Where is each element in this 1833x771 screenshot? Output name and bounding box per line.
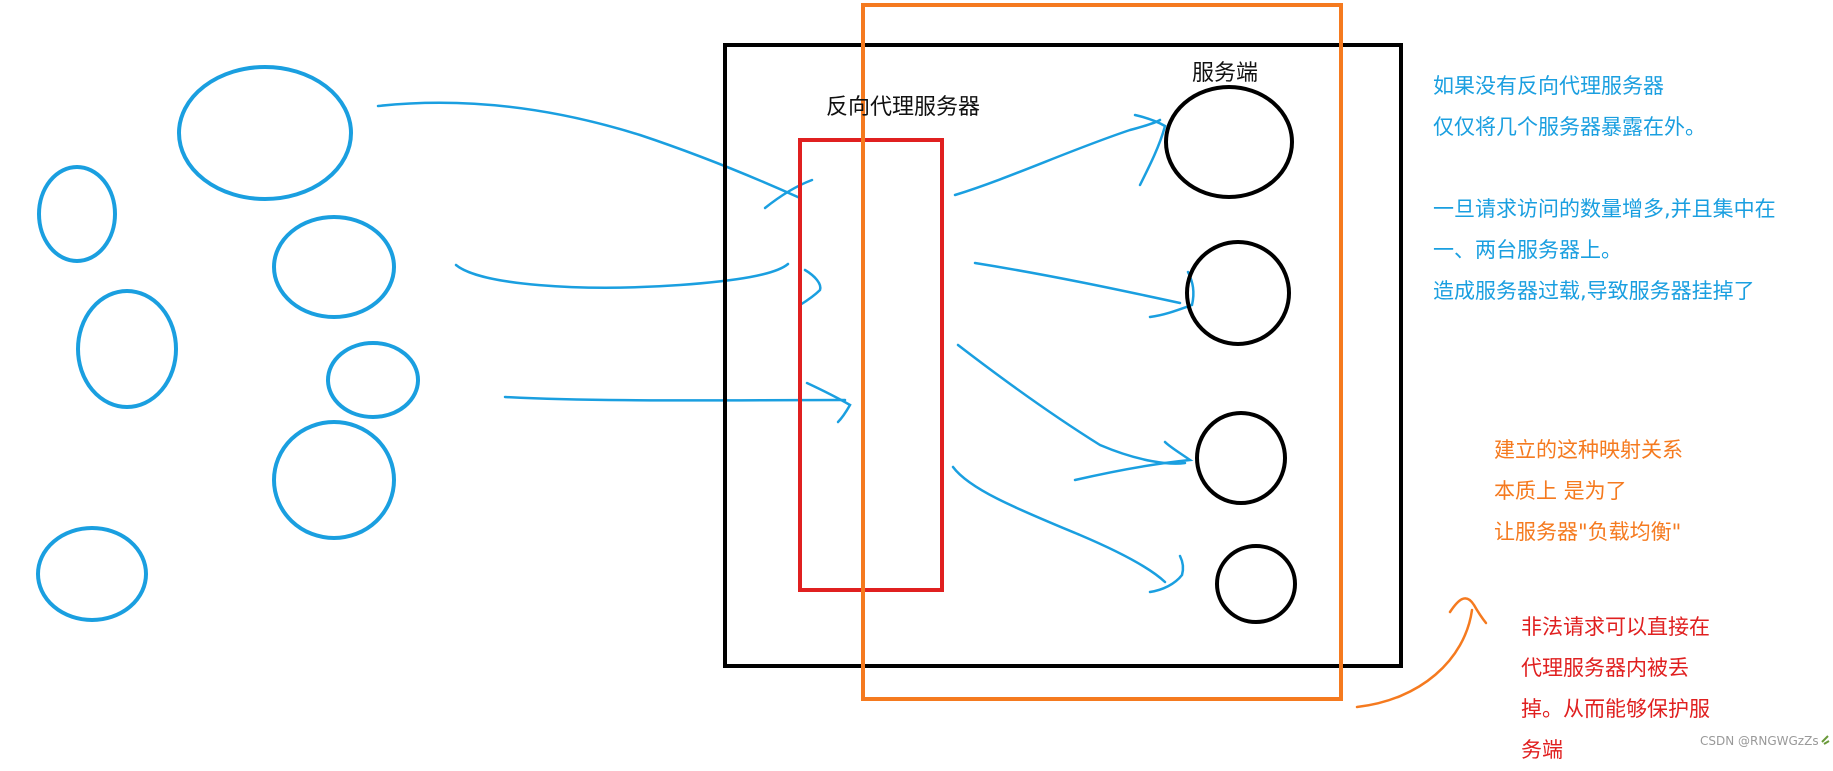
server-arrow-1 (953, 118, 1162, 197)
server-arrow-4 (951, 465, 1167, 584)
server-arrow-4-head (1148, 554, 1185, 594)
client-arrow-1 (376, 101, 802, 200)
client-arrow-1-head (763, 178, 814, 210)
server-2 (1185, 240, 1291, 346)
proxy-label: 反向代理服务器 (826, 95, 981, 120)
note-load-balancing: 建立的这种映射关系 本质上 是为了 让服务器"负载均衡" (1494, 438, 1683, 544)
server-arrow-2 (973, 261, 1182, 305)
server-arrow-3 (956, 343, 1187, 465)
note-pointer-curve (1355, 608, 1474, 709)
client-6 (272, 420, 396, 540)
client-5 (326, 341, 420, 419)
proxy-box (798, 138, 944, 592)
client-1 (177, 65, 353, 201)
client-2 (37, 165, 117, 263)
client-3 (272, 215, 396, 319)
watermark-leaf-icon (1821, 735, 1830, 745)
server-arrow-3-head (1073, 440, 1194, 482)
client-4 (76, 289, 178, 409)
note-pointer-head (1448, 597, 1488, 625)
client-arrow-3-head (805, 381, 852, 424)
client-arrow-2 (454, 262, 790, 289)
highlight-box (861, 3, 1343, 701)
server-4 (1215, 544, 1297, 624)
note-without-proxy: 如果没有反向代理服务器 仅仅将几个服务器暴露在外。 一旦请求访问的数量增多,并且… (1433, 74, 1776, 303)
client-arrow-2-head (798, 268, 822, 307)
system-frame (723, 43, 1403, 668)
note-security: 非法请求可以直接在 代理服务器内被丢 掉。从而能够保护服 务端 (1521, 615, 1710, 762)
server-label: 服务端 (1192, 61, 1259, 86)
server-3 (1195, 411, 1287, 505)
client-arrow-3 (503, 395, 847, 402)
watermark: CSDN @RNGWGzZs (1700, 734, 1819, 748)
client-7 (36, 526, 148, 622)
server-1 (1164, 85, 1294, 199)
server-arrow-2-head (1148, 270, 1195, 319)
server-arrow-1-head (1133, 113, 1167, 187)
